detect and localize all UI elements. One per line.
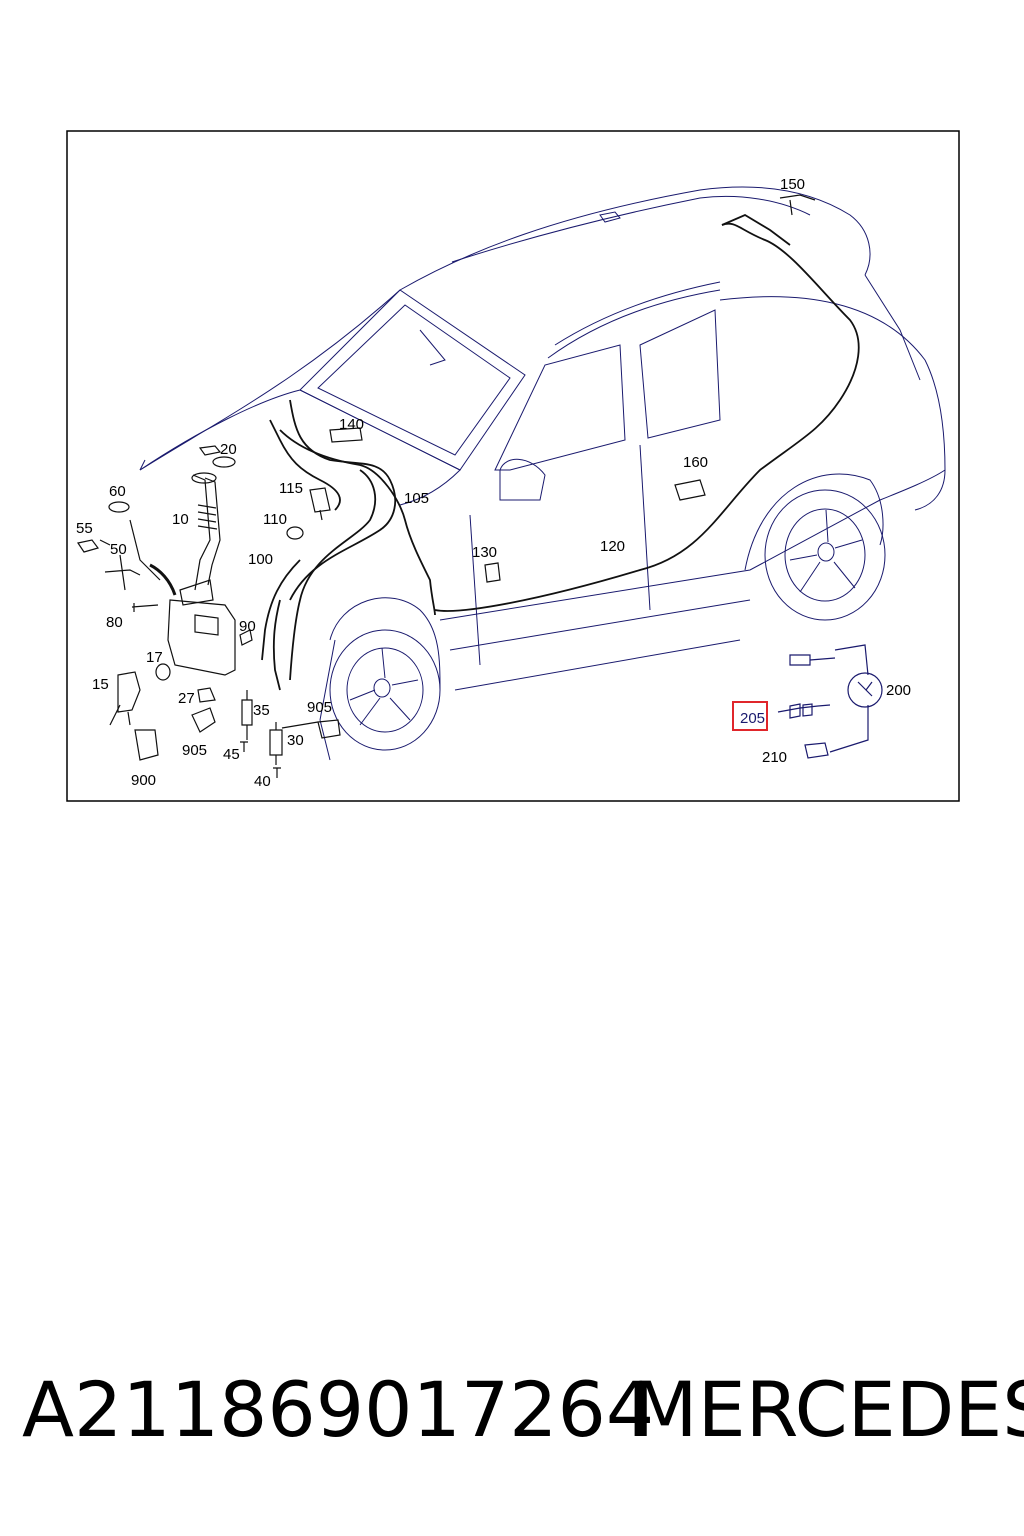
callout-100: 100 bbox=[248, 551, 273, 568]
callout-105: 105 bbox=[404, 490, 429, 507]
callout-40: 40 bbox=[254, 773, 271, 790]
callout-60: 60 bbox=[109, 483, 126, 500]
callout-160: 160 bbox=[683, 454, 708, 471]
highlight-box bbox=[732, 701, 768, 731]
callout-130: 130 bbox=[472, 544, 497, 561]
callout-55: 55 bbox=[76, 520, 93, 537]
callout-90: 90 bbox=[239, 618, 256, 635]
wiring-harness bbox=[261, 213, 860, 691]
callout-120: 120 bbox=[600, 538, 625, 555]
vehicle-outline bbox=[139, 186, 946, 761]
part-number: A211869017264 bbox=[22, 1365, 655, 1454]
callout-17: 17 bbox=[146, 649, 163, 666]
callout-110: 110 bbox=[263, 511, 287, 528]
callout-27: 27 bbox=[178, 690, 195, 707]
callout-205: 205 bbox=[740, 710, 765, 727]
callout-210: 210 bbox=[762, 749, 787, 766]
callout-150: 150 bbox=[780, 176, 805, 193]
diagram-frame bbox=[66, 130, 960, 802]
callout-30: 30 bbox=[287, 732, 304, 749]
callout-45: 45 bbox=[223, 746, 240, 763]
washer-parts bbox=[77, 194, 816, 778]
callout-200: 200 bbox=[886, 682, 911, 699]
callout-905-left: 905 bbox=[182, 742, 207, 759]
callout-80: 80 bbox=[106, 614, 123, 631]
callout-20: 20 bbox=[220, 441, 237, 458]
callout-140: 140 bbox=[339, 416, 364, 433]
callout-905-right: 905 bbox=[307, 699, 332, 716]
callout-10: 10 bbox=[172, 511, 189, 528]
callout-900: 900 bbox=[131, 772, 156, 789]
brand-name: MERCEDES bbox=[632, 1365, 1024, 1454]
callout-50: 50 bbox=[110, 541, 127, 558]
callout-15: 15 bbox=[92, 676, 109, 693]
kit-group bbox=[777, 644, 883, 759]
callout-35: 35 bbox=[253, 702, 270, 719]
callout-115: 115 bbox=[279, 480, 303, 497]
